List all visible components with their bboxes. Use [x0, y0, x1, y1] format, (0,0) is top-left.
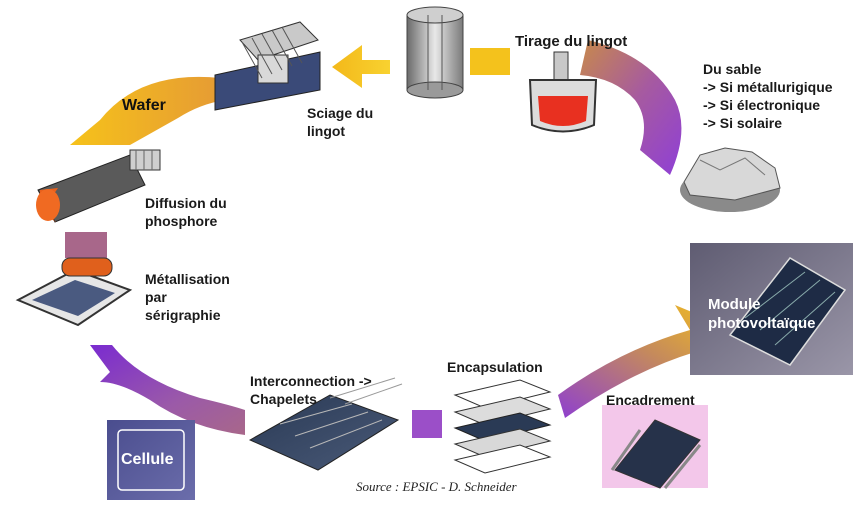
arrow-metallisation-to-interconnection [90, 345, 245, 435]
diffusion-furnace-icon [36, 149, 161, 223]
label-tirage-du-lingot: Tirage du lingot [515, 33, 628, 50]
encadrement-box [602, 405, 708, 489]
label-si-metallurgique: -> Si métallurigique [703, 79, 833, 95]
label-encadrement: Encadrement [606, 392, 695, 408]
label-si-solaire: -> Si solaire [703, 115, 782, 131]
label-metallisation-block: Métallisation par sérigraphie [145, 270, 230, 324]
label-si-electronique: -> Si électronique [703, 97, 821, 113]
ingot-icon [406, 6, 464, 99]
label-diffusion-block: Diffusion du phosphore [145, 194, 227, 230]
screen-printing-icon [15, 257, 133, 327]
label-du-sable-block: Du sable -> Si métallurigique -> Si élec… [703, 60, 833, 132]
label-metallisation: Métallisation [145, 271, 230, 287]
module-photovoltaique-box [690, 243, 853, 375]
connector-diffusion-metallisation [65, 232, 107, 258]
label-module-block: Module photovoltaïque [708, 295, 816, 333]
crucible-icon [528, 51, 598, 133]
label-wafer: Wafer [122, 97, 166, 114]
label-par: par [145, 289, 167, 305]
label-module: Module [708, 296, 761, 313]
arrow-wafer [70, 76, 225, 145]
label-chapelets: Chapelets [250, 391, 317, 407]
label-serigraphie: sérigraphie [145, 307, 221, 323]
arrow-ingot-to-sawing [332, 45, 390, 88]
source-credit: Source : EPSIC - D. Schneider [356, 479, 517, 494]
cellule-box [107, 420, 195, 500]
label-interconnection-block: Interconnection -> Chapelets [250, 372, 372, 408]
sand-rock-icon [680, 147, 781, 212]
arrow-sand-to-crucible [580, 40, 682, 175]
label-sciage-du: Sciage du [307, 105, 374, 121]
label-phosphore: phosphore [145, 213, 218, 229]
label-lingot: lingot [307, 123, 346, 139]
wire-saw-icon [214, 21, 321, 111]
cell-strings-icon [248, 377, 403, 471]
label-photovoltaique: photovoltaïque [708, 315, 816, 332]
label-cellule: Cellule [121, 451, 174, 468]
encapsulation-layers-icon [453, 379, 552, 474]
connector-chapelets-encapsulation [412, 410, 442, 438]
label-sciage-block: Sciage du lingot [307, 104, 373, 140]
label-du-sable: Du sable [703, 61, 762, 77]
label-encapsulation: Encapsulation [447, 359, 543, 375]
arrow-crucible-to-ingot [470, 48, 510, 75]
label-diffusion-du: Diffusion du [145, 195, 227, 211]
label-interconnection: Interconnection -> [250, 373, 372, 389]
